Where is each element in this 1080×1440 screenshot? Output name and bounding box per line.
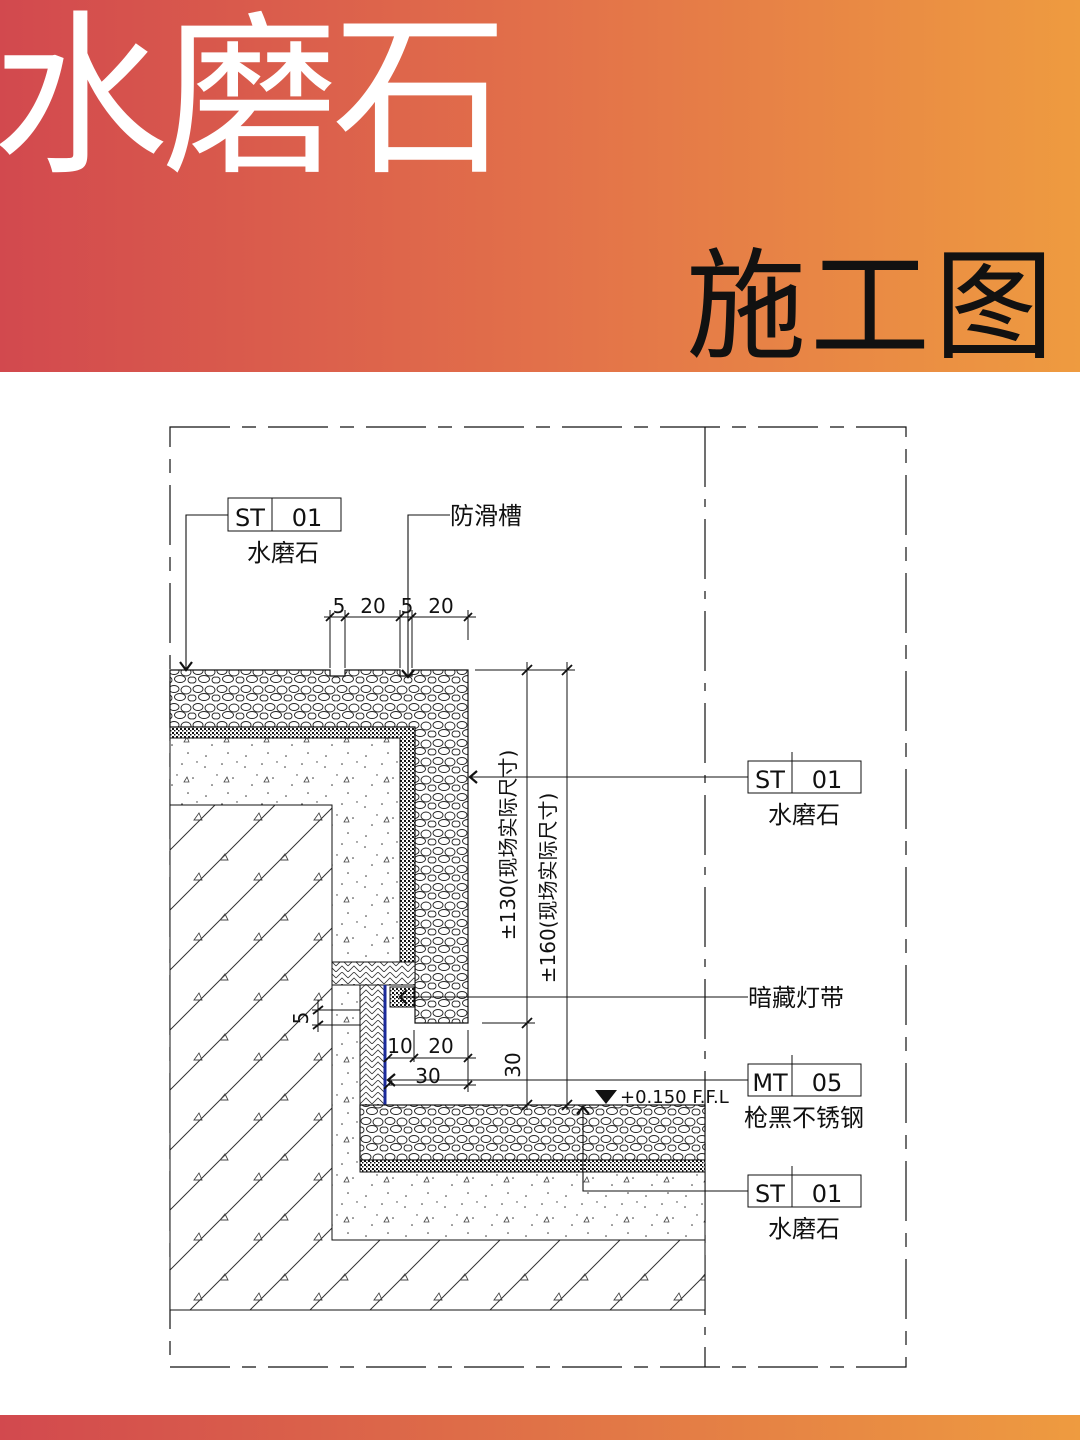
material-tag-4: ST 01 水磨石 bbox=[747, 1166, 862, 1243]
dim-label: 5 bbox=[333, 594, 346, 618]
dim-label: 30 bbox=[415, 1064, 440, 1088]
tag-number: 05 bbox=[812, 1069, 843, 1097]
tag-code: ST bbox=[235, 504, 265, 532]
tag-label: 枪黑不锈钢 bbox=[744, 1104, 864, 1132]
page-subtitle: 施工图 bbox=[686, 238, 1058, 377]
section-layers bbox=[169, 669, 706, 1311]
tag-number: 01 bbox=[812, 1180, 843, 1208]
elevation-marker-icon bbox=[595, 1090, 617, 1104]
header-banner: 水磨石 施工图 bbox=[0, 0, 1080, 372]
dim-label-130: ±130(现场实际尺寸) bbox=[496, 750, 520, 941]
tag-label: 水磨石 bbox=[247, 539, 319, 567]
dim-label: 10 bbox=[387, 1034, 412, 1058]
page-title: 水磨石 bbox=[0, 0, 508, 200]
tag-code: ST bbox=[755, 766, 785, 794]
dim-label: 20 bbox=[428, 1034, 453, 1058]
led-callout: 暗藏灯带 bbox=[748, 984, 844, 1012]
groove-callout: 防滑槽 bbox=[450, 502, 522, 530]
footer-bar bbox=[0, 1415, 1080, 1440]
tag-code: ST bbox=[755, 1180, 785, 1208]
tag-label: 水磨石 bbox=[768, 801, 840, 829]
tag-number: 01 bbox=[292, 504, 323, 532]
leader-lines bbox=[179, 514, 748, 1192]
elevation-label: +0.150 F.F.L bbox=[620, 1087, 729, 1108]
material-tag-2: ST 01 水磨石 bbox=[747, 752, 862, 829]
dimension-labels: 5 20 5 20 ±130(现场实际尺寸) ±160(现场实际尺寸) 5 10… bbox=[289, 594, 560, 1088]
dim-label: 30 bbox=[501, 1052, 525, 1077]
material-tag-3: MT 05 枪黑不锈钢 bbox=[744, 1055, 864, 1132]
dim-label-160: ±160(现场实际尺寸) bbox=[536, 793, 560, 984]
dim-label: 20 bbox=[428, 594, 453, 618]
dim-label: 5 bbox=[401, 594, 414, 618]
tag-number: 01 bbox=[812, 766, 843, 794]
tag-code: MT bbox=[752, 1069, 788, 1097]
material-tag-1: ST 01 水磨石 bbox=[227, 497, 342, 567]
dim-label: 5 bbox=[289, 1012, 313, 1025]
dim-label: 20 bbox=[360, 594, 385, 618]
tag-label: 水磨石 bbox=[768, 1215, 840, 1243]
dimension-lines bbox=[312, 610, 575, 1111]
